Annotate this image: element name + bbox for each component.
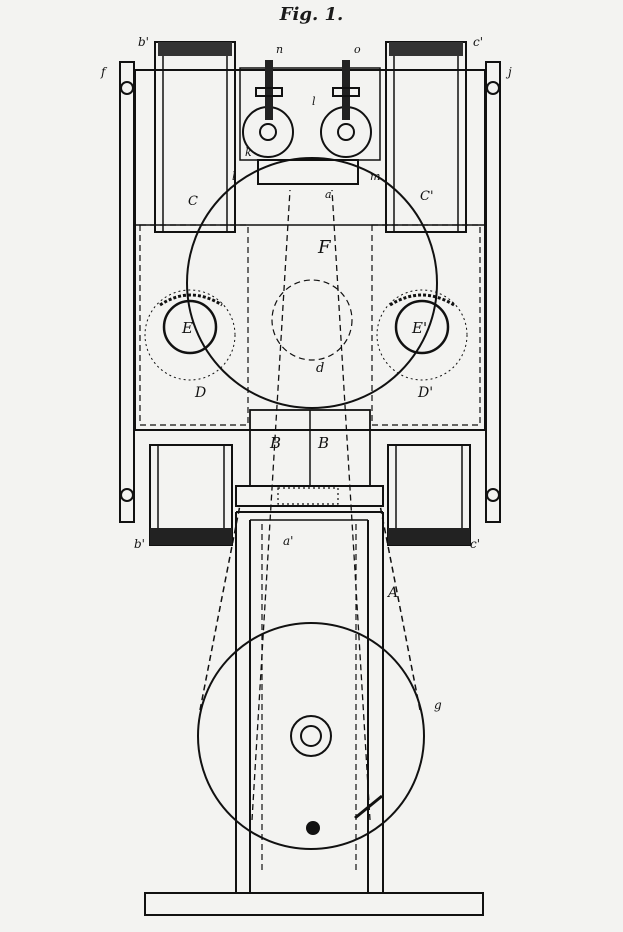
b-blocks xyxy=(249,409,371,487)
top-rollers xyxy=(239,67,381,185)
label-c: C xyxy=(188,194,198,209)
part-labels: A B B F E E' D D' C C' d a a' b' c' b' c… xyxy=(100,35,512,712)
label-d: D xyxy=(194,385,206,401)
label-c-prime: C' xyxy=(420,189,434,204)
figure-title: Fig. 1. xyxy=(279,4,344,25)
label-a-prime: a' xyxy=(283,534,293,548)
label-k: k xyxy=(245,146,252,159)
label-b-prime-bottom: b' xyxy=(134,537,145,551)
label-f: F xyxy=(317,237,332,258)
label-b-prime-top: b' xyxy=(138,35,149,49)
label-o: o xyxy=(354,43,361,56)
label-c-prime-bottom: c' xyxy=(470,537,480,551)
label-e: E xyxy=(181,319,193,337)
gear-e xyxy=(144,289,236,381)
label-a-small: a xyxy=(325,188,332,201)
label-d-small: d xyxy=(316,361,324,376)
upper-left-spool xyxy=(154,41,236,233)
label-a-frame: A xyxy=(386,585,398,601)
label-c-prime-top: c' xyxy=(473,35,483,49)
label-b-left: B xyxy=(269,434,281,452)
drive-wheel xyxy=(197,622,425,850)
label-m: m xyxy=(370,170,380,183)
lower-crossbar xyxy=(235,485,384,507)
label-n: n xyxy=(276,43,283,56)
label-l-right: l xyxy=(312,95,316,108)
tension-screws xyxy=(255,60,360,120)
label-e-prime: E' xyxy=(411,319,427,337)
side-rods xyxy=(119,61,501,523)
label-b-right: B xyxy=(317,434,329,452)
label-g: g xyxy=(434,698,442,712)
lower-right-spool xyxy=(387,444,471,546)
lower-left-spool xyxy=(149,444,233,546)
gear-e-prime xyxy=(376,289,468,381)
disc-f xyxy=(186,157,438,409)
label-l-left: l xyxy=(232,170,236,183)
base-plate xyxy=(144,892,484,916)
label-j: j xyxy=(505,65,512,79)
label-f-side: f xyxy=(100,65,108,79)
label-d-prime: D' xyxy=(417,385,433,401)
